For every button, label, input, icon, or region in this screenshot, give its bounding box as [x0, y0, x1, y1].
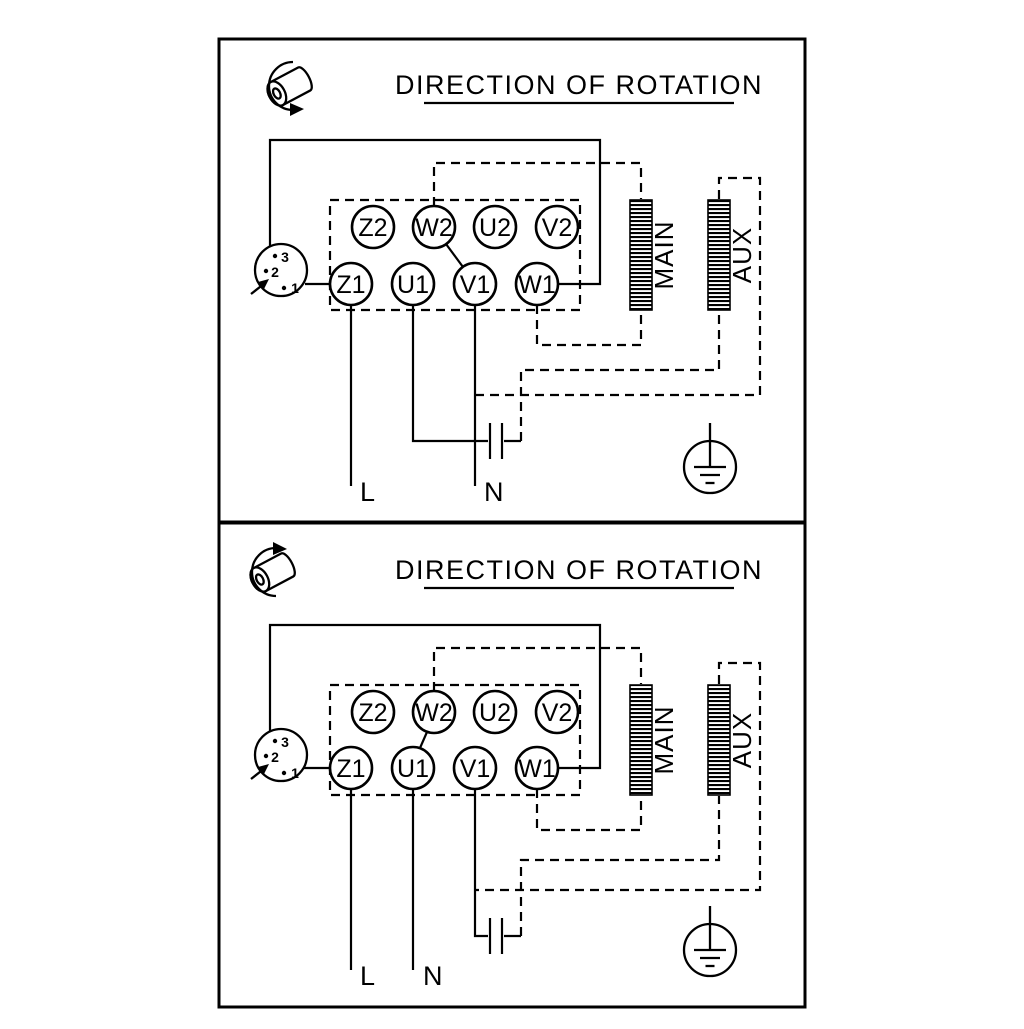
- terminal-u1: U1: [390, 261, 436, 307]
- capacitor-2: [488, 918, 521, 954]
- terminal-w2: W2: [411, 204, 457, 250]
- terminal-v1: V1: [452, 261, 498, 307]
- speed-selector-2: 3 2 1: [250, 727, 309, 783]
- aux-top-return-wire: [475, 176, 762, 397]
- panel-top: DIRECTION OF ROTATION 3 2 1: [217, 37, 807, 524]
- terminal-z2: Z2: [350, 204, 396, 250]
- terminal-w1: W1: [514, 745, 560, 791]
- earth-ground-icon-2: [682, 906, 738, 978]
- svg-text:U2: U2: [479, 699, 511, 727]
- line-label: L: [360, 477, 375, 507]
- selector-position-1: 1: [291, 765, 299, 781]
- svg-text:W1: W1: [518, 755, 556, 783]
- terminal-z1: Z1: [328, 261, 374, 307]
- page-title: DIRECTION OF ROTATION: [395, 70, 763, 100]
- selector-position-1: 1: [291, 280, 299, 296]
- panel-bottom-border: [217, 521, 807, 1009]
- svg-text:Z1: Z1: [336, 755, 365, 783]
- svg-text:Z2: Z2: [358, 214, 387, 242]
- terminal-u1: U1: [390, 745, 436, 791]
- rotation-direction-icon: [266, 60, 313, 116]
- panel-bottom: DIRECTION OF ROTATION 3 2 1: [217, 521, 807, 1009]
- svg-text:V1: V1: [460, 271, 491, 299]
- terminal-u2: U2: [472, 689, 518, 735]
- aux-winding-2: AUX: [707, 684, 757, 796]
- capacitor-aux-bottom-wire-2: [519, 796, 721, 936]
- terminal-v2: V2: [534, 204, 580, 250]
- page-title-2: DIRECTION OF ROTATION: [395, 555, 763, 585]
- terminal-block-2: [328, 683, 582, 797]
- aux-top-return-wire-2: [475, 661, 762, 892]
- aux-winding: AUX: [707, 199, 757, 311]
- svg-text:W2: W2: [415, 214, 453, 242]
- w1-main-bottom-wire: [535, 305, 643, 347]
- neutral-label-2: N: [423, 961, 443, 991]
- svg-text:U1: U1: [397, 755, 429, 783]
- terminal-v2: V2: [534, 689, 580, 735]
- selector-w1-loop-wire: [268, 138, 602, 286]
- rotation-direction-icon-2: [249, 542, 296, 598]
- svg-text:Z1: Z1: [336, 271, 365, 299]
- terminal-w1: W1: [514, 261, 560, 307]
- selector-w1-loop-wire-2: [268, 623, 602, 770]
- neutral-label: N: [484, 477, 504, 507]
- selector-position-3: 3: [281, 734, 289, 750]
- terminal-block: [328, 198, 582, 312]
- selector-position-2: 2: [271, 749, 279, 765]
- main-winding-2: MAIN: [629, 684, 679, 796]
- u1-capacitor-lead: [411, 305, 488, 443]
- svg-text:AUX: AUX: [727, 712, 757, 768]
- svg-text:U2: U2: [479, 214, 511, 242]
- svg-text:MAIN: MAIN: [649, 706, 679, 775]
- terminal-z1: Z1: [328, 745, 374, 791]
- svg-text:V2: V2: [542, 214, 573, 242]
- line-label-2: L: [360, 961, 375, 991]
- earth-ground-icon: [682, 423, 738, 495]
- svg-text:U1: U1: [397, 271, 429, 299]
- speed-selector: 3 2 1: [250, 242, 309, 298]
- selector-position-2: 2: [271, 264, 279, 280]
- w1-main-bottom-wire-2: [535, 789, 643, 832]
- svg-text:V1: V1: [460, 755, 491, 783]
- link-w2-u1: [418, 731, 429, 749]
- w2-main-top-wire-2: [432, 646, 643, 691]
- svg-text:AUX: AUX: [727, 227, 757, 283]
- svg-text:W1: W1: [518, 271, 556, 299]
- link-w2-v1: [445, 243, 464, 268]
- svg-text:V2: V2: [542, 699, 573, 727]
- capacitor-aux-bottom-wire: [519, 311, 721, 441]
- terminal-w2: W2: [411, 689, 457, 735]
- main-winding: MAIN: [629, 199, 679, 311]
- svg-text:MAIN: MAIN: [649, 221, 679, 290]
- capacitor: [488, 423, 521, 459]
- w2-main-top-wire: [432, 161, 643, 206]
- svg-text:Z2: Z2: [358, 699, 387, 727]
- v1-capacitor-lead: [473, 789, 488, 938]
- terminal-v1: V1: [452, 745, 498, 791]
- svg-text:W2: W2: [415, 699, 453, 727]
- selector-position-3: 3: [281, 249, 289, 265]
- terminal-u2: U2: [472, 204, 518, 250]
- terminal-z2: Z2: [350, 689, 396, 735]
